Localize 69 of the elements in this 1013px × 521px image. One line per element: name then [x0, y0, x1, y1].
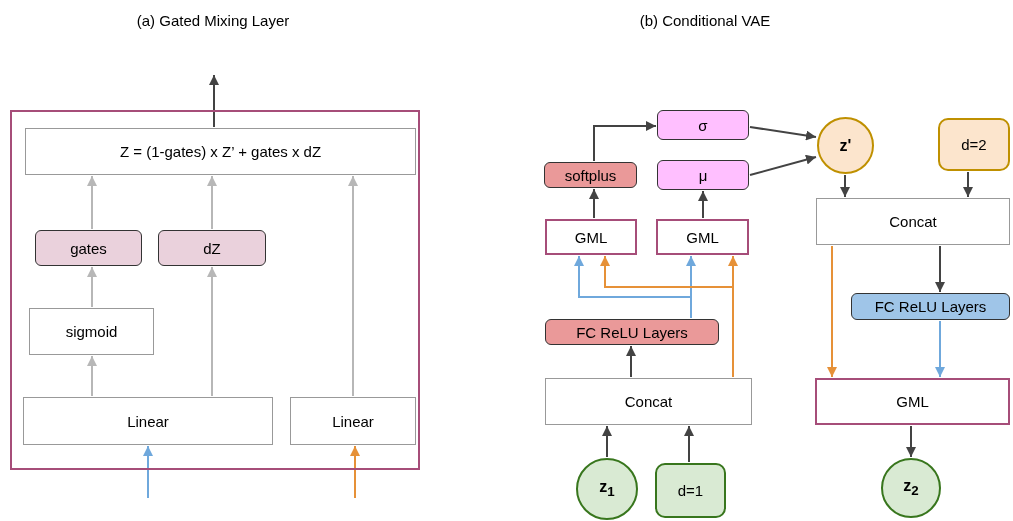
- layer-box: [29, 308, 154, 355]
- arrow: [728, 255, 738, 378]
- node-label: μ: [698, 166, 708, 184]
- output-box: [657, 160, 749, 190]
- node-label: dZ: [203, 239, 221, 257]
- node-label: FC ReLU Layers: [576, 323, 688, 341]
- node-label: Linear: [332, 412, 374, 430]
- node-label: Z = (1-gates) x Z’ + gates x dZ: [119, 143, 322, 160]
- arrow: [589, 188, 599, 219]
- layer-box: [545, 319, 719, 345]
- output-box: [657, 110, 749, 140]
- node-label: FC ReLU Layers: [874, 298, 987, 315]
- layer-box: [816, 198, 1010, 245]
- node-label: softplus: [564, 166, 617, 184]
- arrow: [935, 320, 945, 378]
- arrow: [686, 255, 696, 319]
- arrow: [684, 425, 694, 463]
- node-label: z$_{2}$: [903, 477, 919, 499]
- arrow: [749, 154, 817, 176]
- node-label: z': [839, 136, 852, 155]
- arrow: [840, 174, 850, 198]
- arrow: [143, 445, 153, 499]
- panel-title: (b) Conditional VAE: [639, 12, 771, 29]
- arrow: [749, 126, 817, 141]
- node-label: Concat: [624, 393, 673, 410]
- layer-box: [545, 378, 752, 425]
- node-label: GML: [574, 228, 608, 246]
- arrow: [87, 175, 97, 230]
- layer-box: [656, 219, 749, 255]
- variable-circle: [881, 458, 941, 518]
- arrow: [207, 175, 217, 230]
- output-box: [158, 230, 266, 266]
- arrow: [698, 190, 708, 219]
- node-label: σ: [698, 116, 708, 134]
- layer-box: [23, 397, 273, 445]
- layer-box: [290, 397, 416, 445]
- arrow: [602, 425, 612, 458]
- output-box: [35, 230, 142, 266]
- layer-box: [544, 162, 637, 188]
- panel-title: (a) Gated Mixing Layer: [136, 12, 290, 29]
- arrow: [209, 74, 219, 128]
- layer-box: [815, 378, 1010, 425]
- variable-circle: [817, 117, 874, 174]
- arrow: [350, 445, 360, 499]
- arrow: [87, 266, 97, 308]
- layer-box: [851, 293, 1010, 320]
- arrow: [906, 425, 916, 458]
- node-label: gates: [70, 239, 107, 257]
- node-label: Concat: [889, 213, 937, 230]
- node-label: GML: [896, 393, 929, 410]
- arrow: [935, 245, 945, 293]
- node-label: Linear: [127, 412, 169, 430]
- node-label: d=1: [677, 482, 704, 499]
- node-label: d=2: [961, 136, 987, 153]
- arrow: [963, 171, 973, 198]
- node-label: z$_{1}$: [599, 478, 615, 500]
- arrow: [87, 355, 97, 397]
- layer-box: [545, 219, 637, 255]
- node-label: sigmoid: [65, 323, 118, 340]
- layer-frame: [10, 110, 420, 470]
- arrow: [626, 345, 636, 378]
- arrow: [827, 245, 837, 378]
- node-label: GML: [686, 228, 719, 246]
- arrow: [207, 266, 217, 397]
- arrow: [593, 121, 657, 162]
- layer-box: [25, 128, 416, 175]
- input-box: [655, 463, 726, 518]
- input-box: [938, 118, 1010, 171]
- arrow: [348, 175, 358, 397]
